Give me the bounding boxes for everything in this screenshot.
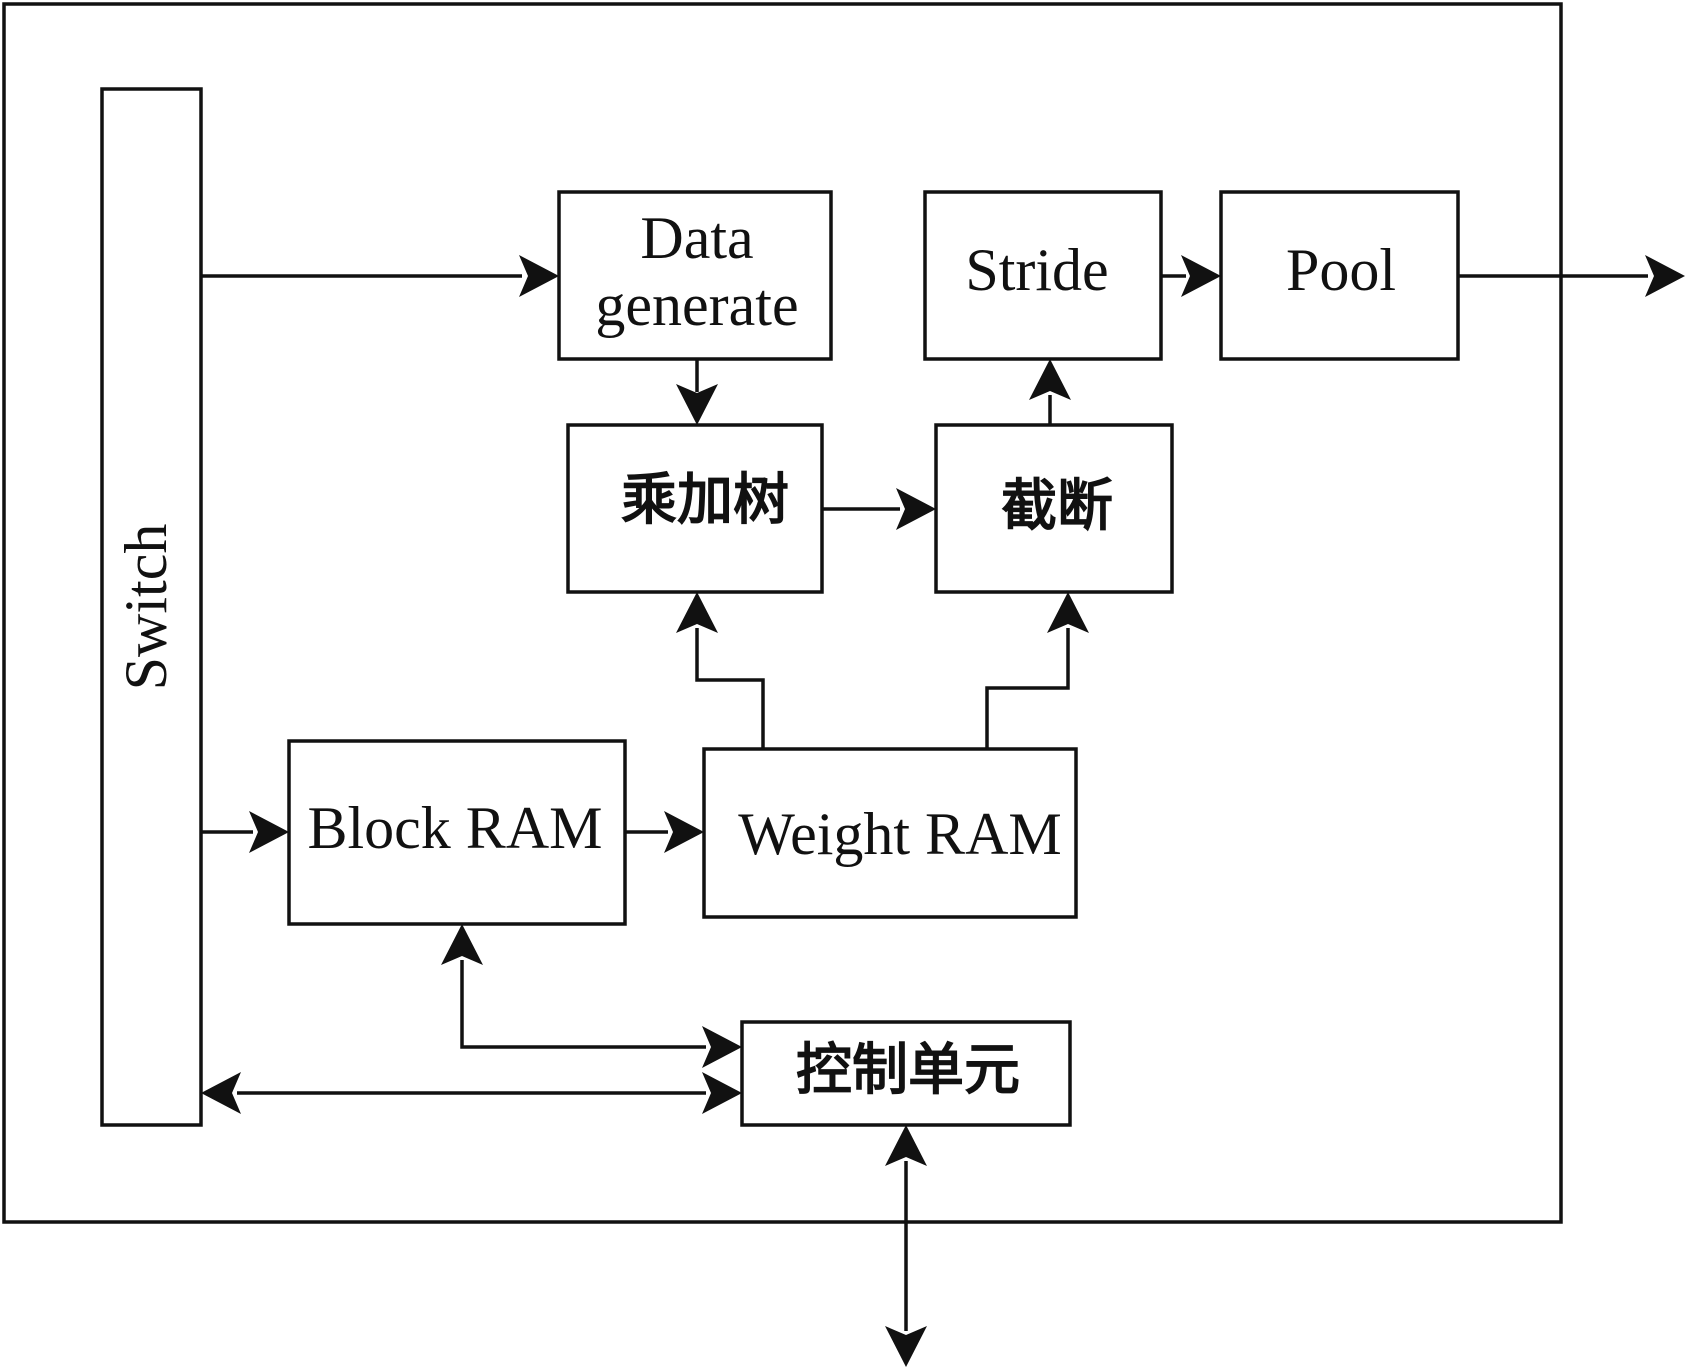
pool-label: Pool (1286, 237, 1396, 303)
block-ram-label: Block RAM (307, 795, 602, 861)
data-generate-block: Data generate (557, 190, 833, 361)
mac-tree-block: 乘加树 (566, 423, 824, 594)
arrow-pool-output (1458, 255, 1685, 297)
data-generate-label-line1: Data (640, 205, 753, 271)
data-generate-label-line2: generate (595, 272, 798, 338)
arrow-switch-control-unit (201, 1072, 742, 1114)
arrow-weight-ram-to-mac-tree (676, 592, 765, 749)
weight-ram-block: Weight RAM (702, 747, 1078, 919)
weight-ram-label: Weight RAM (738, 801, 1062, 867)
arrow-stride-to-pool (1161, 255, 1221, 297)
arrow-weight-ram-to-truncate (985, 592, 1089, 749)
arrow-mac-tree-to-truncate (822, 488, 936, 530)
arrow-switch-to-data-generate (201, 255, 559, 297)
arrow-truncate-to-stride (1029, 359, 1071, 425)
mac-tree-label: 乘加树 (621, 468, 789, 533)
control-unit-block: 控制单元 (740, 1020, 1072, 1127)
block-ram-block: Block RAM (287, 739, 627, 926)
arrow-control-unit-external (885, 1125, 927, 1367)
arrow-block-ram-control-unit (441, 924, 742, 1068)
outer-frame (2, 2, 1563, 1224)
arrow-switch-to-block-ram (201, 811, 289, 853)
control-unit-label: 控制单元 (796, 1038, 1020, 1103)
truncate-block: 截断 (934, 423, 1174, 594)
switch-label: Switch (113, 524, 179, 691)
arrow-data-generate-to-mac-tree (676, 359, 718, 425)
stride-block: Stride (923, 190, 1163, 361)
switch-block: Switch (100, 87, 203, 1127)
truncate-label: 截断 (1001, 474, 1113, 539)
pool-block: Pool (1219, 190, 1460, 361)
arrow-block-ram-to-weight-ram (625, 811, 704, 853)
stride-label: Stride (965, 237, 1108, 303)
